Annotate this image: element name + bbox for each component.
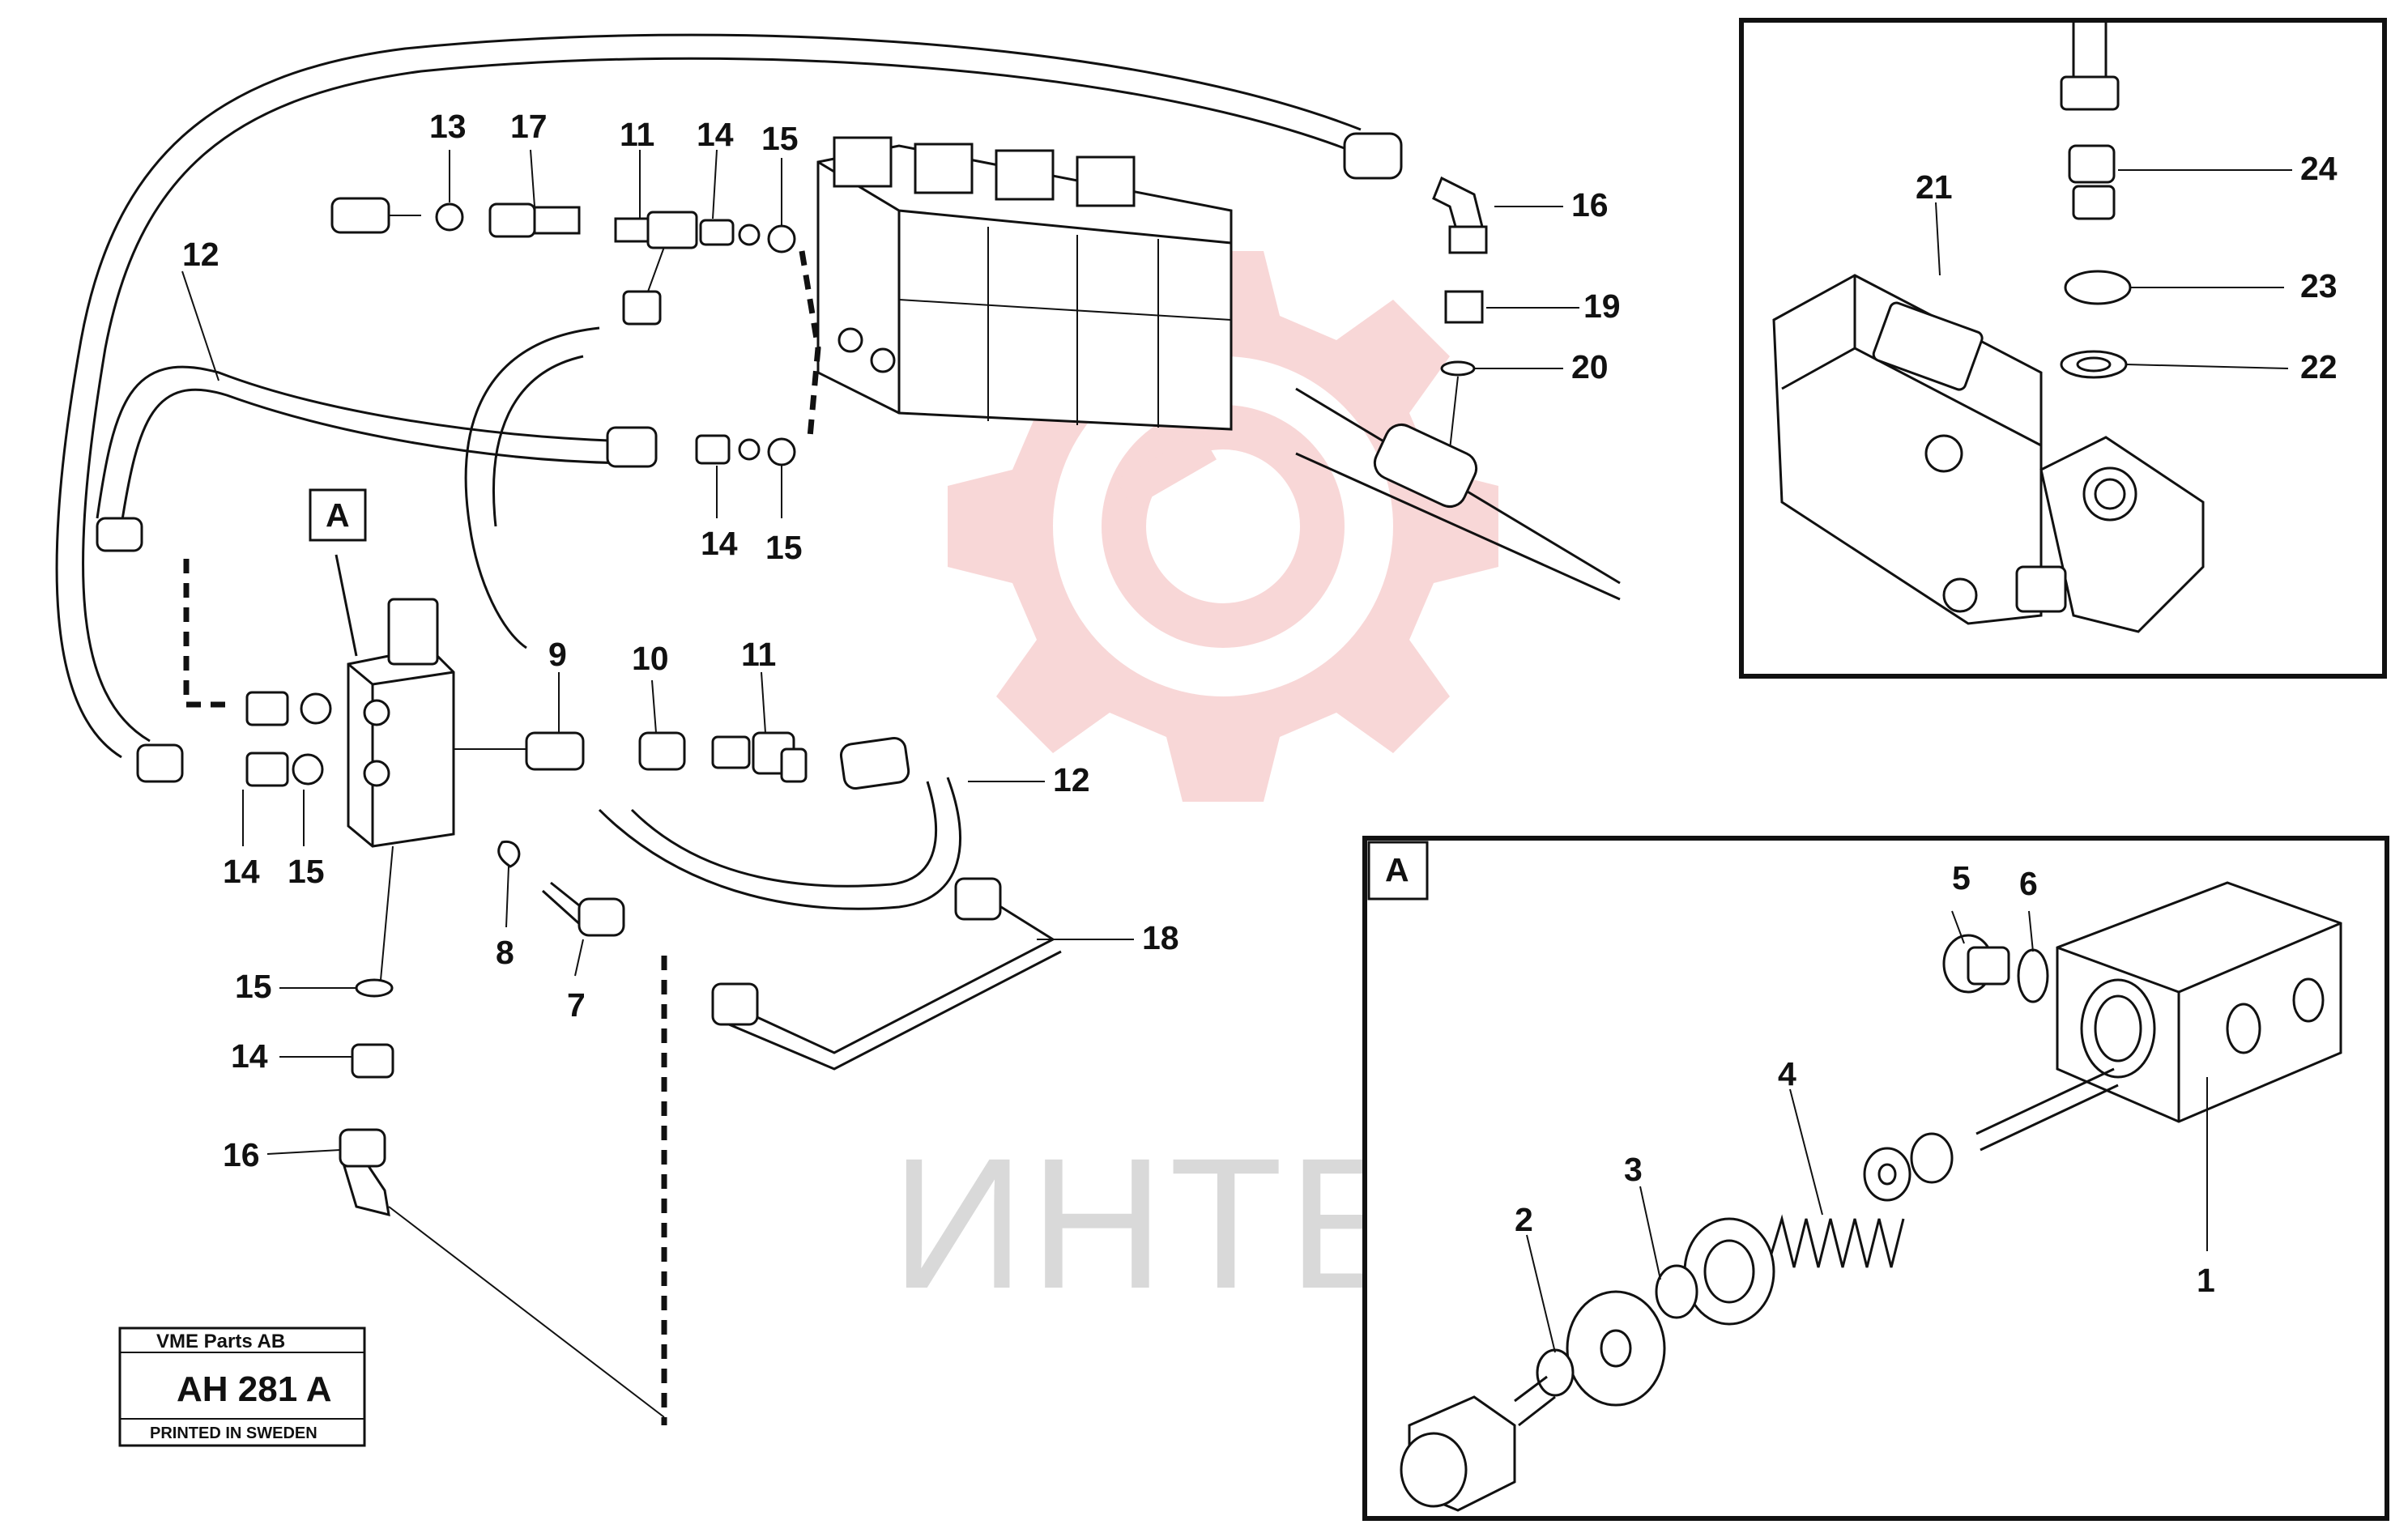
label-12-upper: 12 [182, 236, 219, 273]
label-20: 20 [1571, 348, 1609, 385]
label-15-bottom: 15 [235, 968, 272, 1005]
hose-12-upper [96, 365, 633, 526]
label-16-top: 16 [1571, 186, 1609, 224]
leader-bottom [388, 1206, 665, 1418]
label-16-bottom: 16 [223, 1136, 260, 1173]
clip-8 [497, 840, 521, 868]
label-14-mid: 14 [701, 525, 738, 562]
fitting-chain-center [454, 731, 808, 783]
hose-12-lower [598, 737, 961, 910]
label-8: 8 [496, 934, 514, 971]
hose-outer-loop [55, 33, 1362, 759]
inset-a: A [1362, 836, 2389, 1521]
stamp-box: VME Parts AB AH 281 A PRINTED IN SWEDEN [118, 1326, 366, 1447]
label-22: 22 [2300, 348, 2338, 385]
label-3: 3 [1624, 1151, 1643, 1188]
label-2: 2 [1515, 1201, 1533, 1238]
label-a: A [326, 496, 350, 534]
label-13: 13 [429, 108, 467, 145]
pipe-18 [711, 877, 1062, 1071]
label-11-top: 11 [620, 116, 654, 153]
label-9: 9 [548, 636, 567, 673]
label-24: 24 [2300, 150, 2338, 187]
label-6: 6 [2019, 865, 2038, 902]
label-17: 17 [510, 108, 548, 145]
label-18: 18 [1142, 919, 1179, 956]
label-21: 21 [1916, 168, 1953, 206]
leader-lines-main [181, 149, 1579, 1155]
label-12-lower: 12 [1053, 761, 1090, 798]
dash-link-left [183, 559, 235, 708]
label-15-left: 15 [288, 853, 325, 890]
fitting-chain-left [96, 517, 332, 787]
label-10: 10 [632, 640, 669, 677]
fitting-chain-mid [606, 426, 796, 468]
label-15-mid: 15 [765, 529, 803, 566]
label-a-box [309, 488, 367, 542]
label-14-top: 14 [697, 116, 734, 153]
label-23: 23 [2300, 267, 2338, 304]
label-1: 1 [2197, 1262, 2215, 1299]
valve-bank [816, 136, 1233, 431]
label-19: 19 [1583, 287, 1621, 325]
bolt-7 [541, 881, 625, 937]
inset-a-title: A [1385, 851, 1409, 888]
main-labels: 13 17 11 14 15 16 12 19 20 14 15 A 9 10 … [182, 108, 1621, 1173]
label-11-center: 11 [741, 636, 776, 673]
dash-link-valve [799, 250, 821, 438]
fitting-chain-right [1295, 132, 1621, 601]
fitting-chain-bottom [339, 845, 394, 1217]
valve-a-block [347, 598, 455, 848]
label-15-top: 15 [761, 120, 799, 157]
stamp-code: AH 281 A [177, 1369, 332, 1409]
label-4: 4 [1778, 1055, 1796, 1092]
fitting-chain-top [330, 197, 796, 326]
inset-top-right: 21 24 23 22 [1739, 18, 2387, 679]
label-5: 5 [1952, 859, 1971, 896]
hose-center-curve [464, 326, 600, 649]
stamp-company: VME Parts AB [156, 1331, 285, 1352]
inset-a-title-box [1367, 841, 1429, 901]
label-7: 7 [567, 986, 586, 1024]
stamp-printed: PRINTED IN SWEDEN [150, 1424, 318, 1442]
label-14-bottom: 14 [231, 1037, 268, 1075]
label-14-left: 14 [223, 853, 260, 890]
